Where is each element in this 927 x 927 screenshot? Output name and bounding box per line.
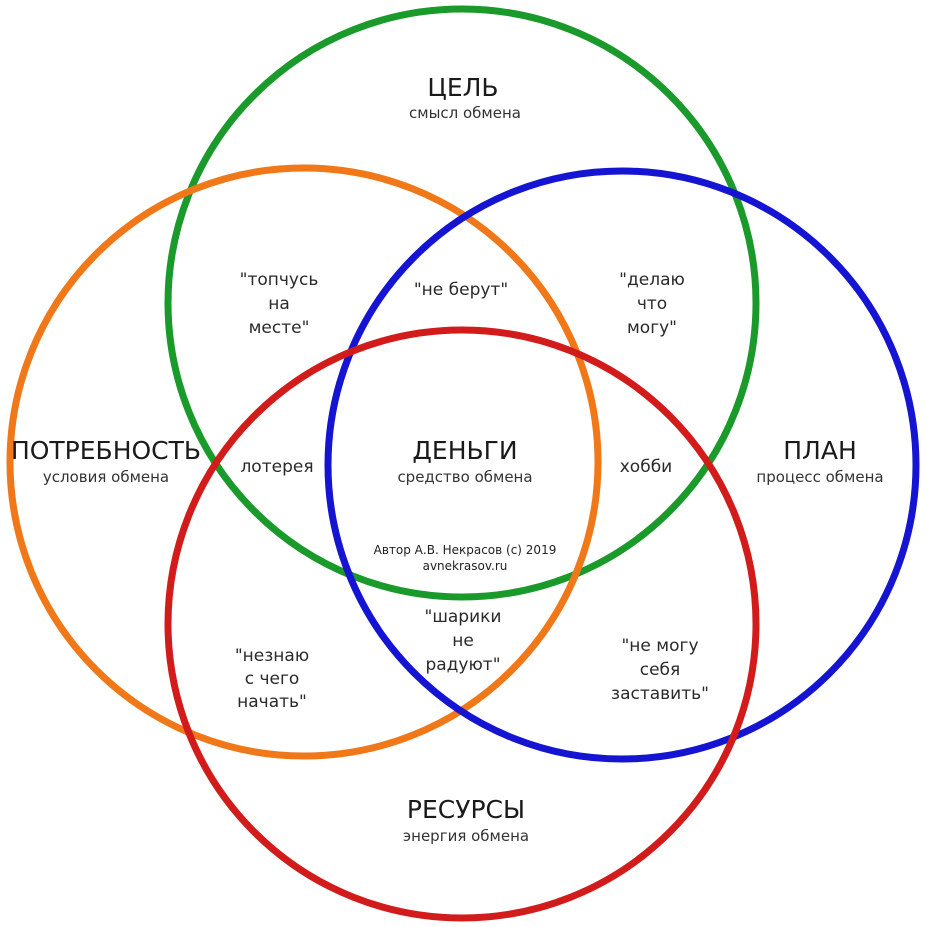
region-resources-center-line1: "шарики [425, 607, 502, 627]
region-goal-plan-line2: что [637, 294, 667, 314]
circle-resources [164, 326, 760, 922]
region-need-center-line1: лотерея [240, 457, 313, 477]
need-subtitle: условия обмена [43, 468, 169, 486]
plan-title: ПЛАН [783, 436, 857, 465]
region-resources-center-line2: не [452, 631, 474, 651]
region-goal-plan-line1: "делаю [619, 270, 685, 290]
region-need-resources-line2: с чего [245, 669, 300, 689]
region-goal-need-line1: "топчусь [240, 270, 319, 290]
goal-title: ЦЕЛЬ [427, 73, 498, 102]
region-need-resources-line1: "незнаю [235, 646, 309, 666]
author-credit: Автор А.В. Некрасов (с) 2019 [374, 543, 557, 557]
region-goal-plan-line3: могу" [627, 318, 677, 338]
plan-subtitle: процесс обмена [756, 468, 883, 486]
circle-need [6, 164, 602, 760]
region-plan-resources-line1: "не могу [621, 636, 698, 656]
region-goal-need-line2: на [268, 294, 290, 314]
region-resources-center-line3: радуют" [425, 655, 500, 675]
circle-plan [324, 167, 920, 763]
region-plan-center-line1: хобби [620, 457, 672, 477]
resources-subtitle: энергия обмена [403, 827, 529, 845]
need-title: ПОТРЕБНОСТЬ [11, 436, 201, 465]
center-subtitle: средство обмена [397, 468, 532, 486]
region-goal-center-line1: "не берут" [414, 280, 508, 300]
circle-goal [164, 5, 760, 601]
goal-subtitle: смысл обмена [409, 104, 521, 122]
region-need-resources-line3: начать" [237, 692, 307, 712]
resources-title: РЕСУРСЫ [407, 795, 525, 824]
region-plan-resources-line2: себя [640, 660, 681, 680]
region-plan-resources-line3: заставить" [611, 684, 709, 704]
center-title: ДЕНЬГИ [412, 436, 517, 465]
region-goal-need-line3: месте" [249, 318, 310, 338]
author-website: avnekrasov.ru [423, 559, 508, 573]
